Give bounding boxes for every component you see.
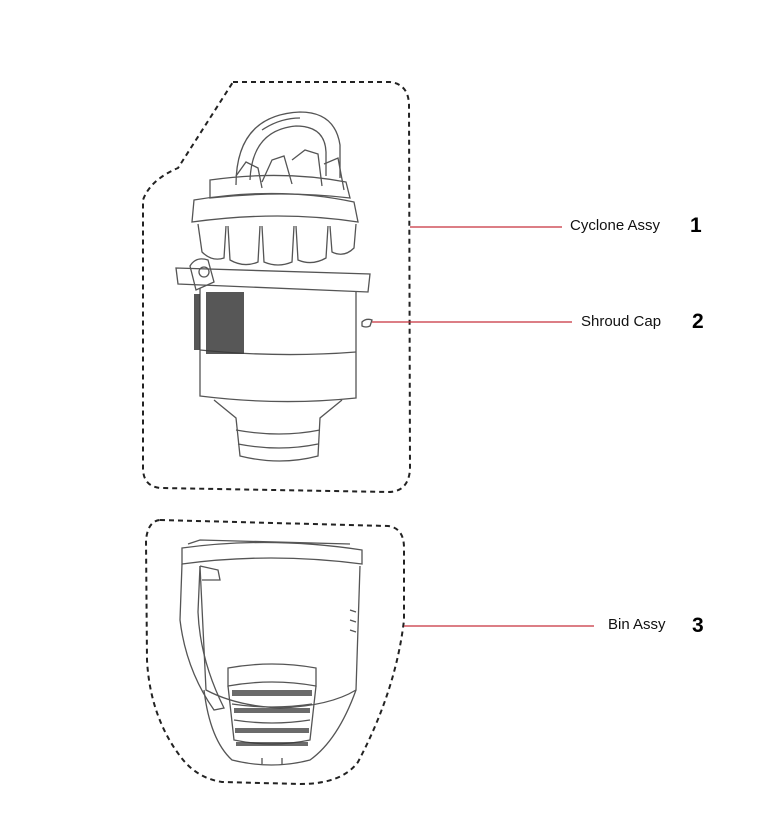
cyclone-assembly-drawing: [175, 111, 371, 462]
part-label-bin-assy: Bin Assy: [608, 616, 666, 633]
part-label-shroud-cap: Shroud Cap: [581, 313, 662, 330]
shroud-cap-part: [361, 318, 373, 328]
part-number-3: 3: [692, 614, 704, 637]
cyclone-group-boundary: [142, 81, 412, 494]
part-label-cyclone-assy: Cyclone Assy: [570, 217, 661, 234]
part-number-1: 1: [690, 214, 702, 237]
bin-group-boundary: [144, 518, 405, 786]
part-number-2: 2: [692, 310, 704, 333]
bin-dark-bands: [232, 690, 312, 746]
bin-assembly-drawing: [179, 539, 363, 766]
mesh-filter-patch: [194, 292, 244, 354]
